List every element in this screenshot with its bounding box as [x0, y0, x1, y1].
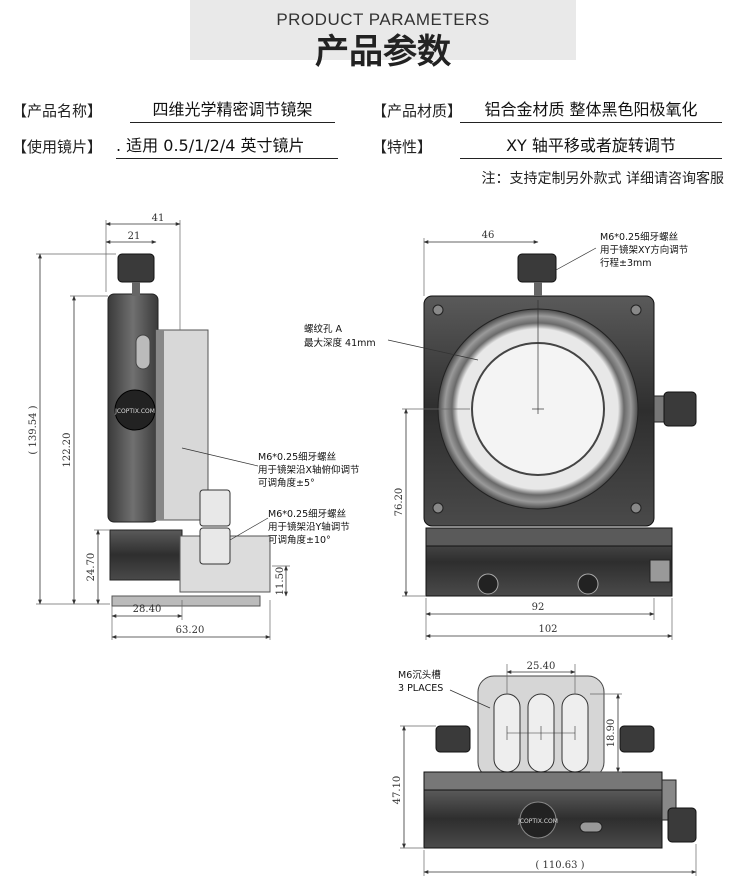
bottom-top-rail: [423, 771, 663, 791]
leader-line: [387, 339, 479, 361]
title-english: PRODUCT PARAMETERS: [276, 10, 490, 29]
base-hole: [577, 573, 599, 595]
ann-y-screw-1: M6*0.25细牙螺丝: [268, 508, 346, 520]
bottom-logo-disc: [519, 801, 557, 839]
ann-x-screw-3: 可调角度±5°: [258, 477, 315, 489]
lens-label: 【使用镜片】: [12, 138, 103, 156]
leader-line: [181, 447, 259, 467]
bottom-logo-text: JCOPTIX.COM: [517, 818, 558, 825]
product-name-value: 四维光学精密调节镜架: [130, 98, 335, 123]
ann-x-screw-2: 用于镜架沿X轴俯仰调节: [258, 464, 360, 476]
corner-screw: [432, 304, 444, 316]
ann-thread-hole-2: 最大深度 41mm: [304, 337, 376, 349]
corner-screw: [630, 502, 642, 514]
dim-front-76: 76.20: [394, 488, 405, 517]
dim-front-92: 92: [532, 602, 545, 613]
front-base-top: [425, 527, 673, 547]
base-hole: [477, 573, 499, 595]
bottom-right-knob: [619, 725, 655, 753]
side-base-block: [109, 529, 183, 581]
title-chinese: 产品参数: [315, 32, 451, 72]
leader-line: [229, 517, 269, 541]
dim-side-28: 28.40: [133, 604, 162, 615]
side-logo-disc: [114, 389, 156, 431]
front-base-screw: [649, 559, 671, 583]
lens-value: . 适用 0.5/1/2/4 英寸镜片: [116, 134, 338, 159]
header-banner: PRODUCT PARAMETERS 产品参数: [190, 0, 576, 72]
custom-note: 注：支持定制另外款式 详细请咨询客服: [481, 171, 724, 187]
side-top-knob-shaft: [132, 282, 140, 296]
dim-bottom-width: ( 110.63 ): [535, 860, 584, 871]
side-slot: [135, 334, 151, 370]
dim-slot-height: 18.90: [606, 719, 617, 748]
side-x-screw: [199, 489, 231, 527]
side-body: [155, 329, 209, 521]
ann-y-screw-2: 用于镜架沿Y轴调节: [268, 521, 350, 533]
bottom-side-knob: [667, 807, 697, 843]
side-view: JCOPTIX.COM 41 21 ( 139.54 ) 122.20 24.7…: [28, 213, 360, 640]
dim-side-11: 11.50: [275, 567, 286, 596]
dim-front-102: 102: [538, 624, 557, 635]
front-view: 46 76.20 92 102 M6*0.25细牙螺丝 用于镜架XY方向调节 行…: [304, 230, 697, 640]
side-y-screw: [199, 527, 231, 565]
ann-slot-2: 3 PLACES: [398, 683, 443, 694]
ann-top-screw-1: M6*0.25细牙螺丝: [600, 231, 678, 243]
dim-side-41: 41: [152, 213, 165, 224]
side-logo-text: JCOPTIX.COM: [114, 408, 155, 415]
corner-screw: [432, 502, 444, 514]
side-top-knob: [117, 253, 155, 283]
ann-x-screw-1: M6*0.25细牙螺丝: [258, 451, 336, 463]
material-label: 【产品材质】: [372, 102, 463, 120]
ann-thread-hole-1: 螺纹孔 A: [304, 323, 343, 335]
front-side-knob: [663, 391, 697, 427]
product-name-label: 【产品名称】: [12, 102, 103, 120]
front-top-knob-shaft: [534, 282, 542, 296]
side-base-foot: [111, 595, 261, 607]
leader-line: [555, 247, 597, 271]
bottom-left-knob: [435, 725, 471, 753]
front-top-knob: [517, 253, 557, 283]
material-value: 铝合金材质 整体黑色阳极氧化: [460, 98, 722, 123]
feature-label: 【特性】: [372, 138, 433, 156]
dim-front-46: 46: [482, 230, 495, 241]
dim-side-24: 24.70: [86, 553, 97, 582]
ann-top-screw-2: 用于镜架XY方向调节: [600, 244, 688, 256]
dim-side-122: 122.20: [62, 433, 73, 468]
bottom-slot-small: [579, 821, 603, 833]
param-row-1: 【产品名称】 四维光学精密调节镜架 【产品材质】 铝合金材质 整体黑色阳极氧化: [12, 98, 738, 124]
corner-screw: [630, 304, 642, 316]
side-body-edge: [156, 330, 164, 520]
dim-side-139: ( 139.54 ): [28, 405, 39, 454]
dim-slot-spacing: 25.40: [527, 661, 556, 672]
dim-side-63: 63.20: [176, 625, 205, 636]
bottom-view: JCOPTIX.COM 25.40 18.90 47.10 ( 110.63 )…: [392, 661, 697, 876]
leader-line: [449, 689, 491, 709]
ann-top-screw-3: 行程±3mm: [600, 257, 652, 269]
param-row-2: 【使用镜片】 . 适用 0.5/1/2/4 英寸镜片 【特性】 XY 轴平移或者…: [12, 134, 738, 160]
dim-bottom-height: 47.10: [392, 776, 403, 805]
ann-slot-1: M6沉头槽: [398, 669, 441, 681]
ann-y-screw-3: 可调角度±10°: [268, 534, 331, 546]
dim-side-21: 21: [128, 231, 141, 242]
feature-value: XY 轴平移或者旋转调节: [460, 134, 722, 159]
